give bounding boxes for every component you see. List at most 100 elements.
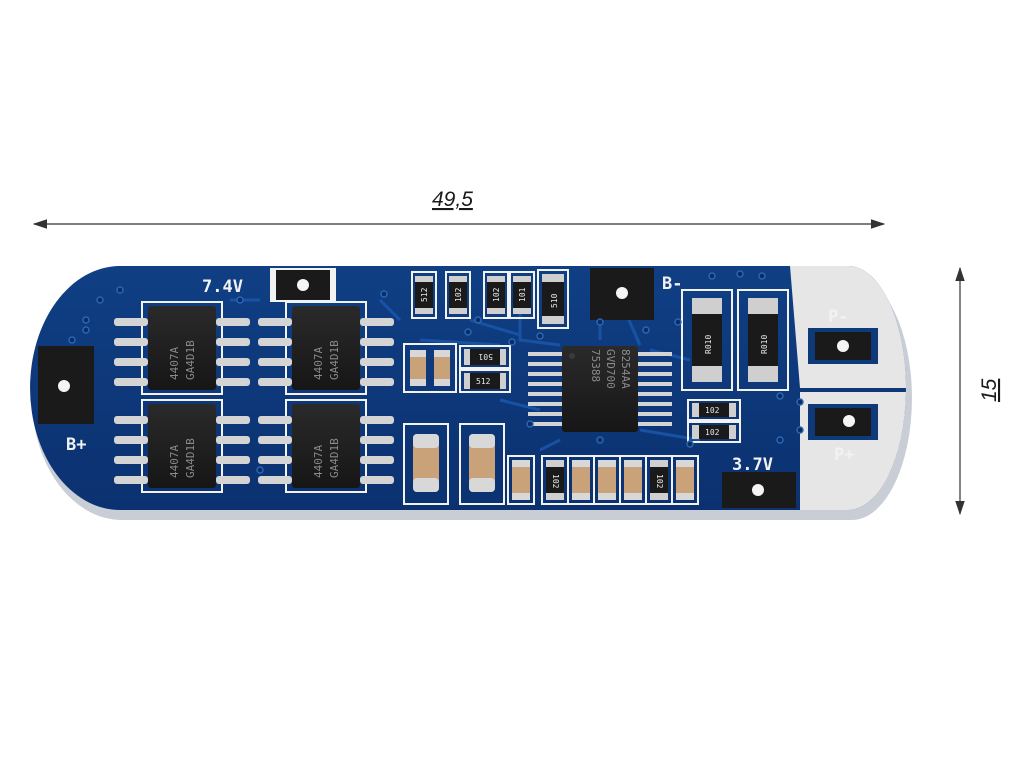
ic-marking-2: GVD700	[604, 349, 617, 389]
label-p-plus: P+	[834, 445, 854, 465]
ic-pin	[528, 422, 564, 426]
via	[596, 318, 604, 326]
height-label: 15	[978, 378, 1001, 402]
resistor-label: 102	[655, 474, 664, 489]
ic-pin	[528, 402, 564, 406]
mosfet-pin	[114, 416, 148, 424]
via	[380, 290, 388, 298]
mosfet-pin	[258, 358, 292, 366]
resistors-right: R010 R010 102 102	[681, 289, 789, 443]
ic-pin	[636, 362, 672, 366]
via	[596, 436, 604, 444]
label-b-plus: B+	[66, 435, 86, 455]
mosfet-pin	[216, 436, 250, 444]
mosfet-marking-2: GA4D1B	[184, 340, 197, 380]
via	[796, 426, 804, 434]
mosfet-pin	[114, 456, 148, 464]
mosfet-pin	[216, 358, 250, 366]
pad-b-minus	[590, 268, 654, 320]
via	[642, 326, 650, 334]
mosfet-pin	[360, 416, 394, 424]
resistors-bottom: 102 102	[507, 455, 699, 505]
mosfet-pin	[360, 338, 394, 346]
mosfet-marking-1: 4407A	[312, 445, 325, 478]
mosfet-pin	[258, 378, 292, 386]
pad-3v7	[722, 472, 796, 508]
ic-pin	[636, 402, 672, 406]
via	[526, 420, 534, 428]
capacitors-bottom	[403, 423, 505, 505]
via	[686, 440, 694, 448]
via	[68, 336, 76, 344]
label-3v7: 3.7V	[732, 455, 773, 475]
resistor-label: 102	[492, 287, 501, 302]
mosfet-pin	[216, 416, 250, 424]
resistor-label: R010	[704, 335, 713, 354]
mosfet-pin	[360, 378, 394, 386]
ic-pin	[528, 372, 564, 376]
mosfet-pin	[360, 358, 394, 366]
mosfet-pin	[258, 476, 292, 484]
via	[776, 436, 784, 444]
mosfet-pin	[258, 338, 292, 346]
via	[758, 272, 766, 280]
via	[82, 326, 90, 334]
via	[236, 296, 244, 304]
via	[116, 286, 124, 294]
mosfet-pin	[360, 436, 394, 444]
ic-pin	[528, 392, 564, 396]
resistor-label: 102	[454, 287, 463, 302]
resistor-label: 501	[478, 352, 493, 361]
mosfet-pin	[258, 416, 292, 424]
label-b-minus: B-	[662, 274, 682, 294]
mosfet-marking-1: 4407A	[168, 347, 181, 380]
via	[96, 296, 104, 304]
resistor-label: R010	[760, 335, 769, 354]
mosfet-pin	[216, 318, 250, 326]
ic-pin	[528, 412, 564, 416]
mosfet-pin	[360, 318, 394, 326]
mosfet-marking-1: 4407A	[312, 347, 325, 380]
ic-pin	[636, 422, 672, 426]
width-label: 49,5	[432, 188, 473, 211]
ic-pin	[636, 392, 672, 396]
mosfet-pin	[216, 456, 250, 464]
ic-marking-1: 8254AA	[619, 349, 632, 389]
label-7v4: 7.4V	[202, 277, 243, 297]
b-plus-terminal	[38, 346, 94, 424]
resistor-label: 512	[476, 377, 491, 386]
ic-marking-3: 75388	[589, 349, 602, 382]
mosfet-pin	[114, 436, 148, 444]
via	[464, 328, 472, 336]
width-dimension: 49,5	[32, 188, 886, 229]
vias	[68, 270, 804, 474]
resistor-label: 510	[550, 293, 559, 308]
via	[474, 316, 482, 324]
via	[674, 318, 682, 326]
ic-pin	[528, 352, 564, 356]
via	[708, 272, 716, 280]
mosfet-pin	[360, 456, 394, 464]
mosfet-pin	[216, 476, 250, 484]
mosfet-pin	[114, 338, 148, 346]
mosfet-pin	[114, 358, 148, 366]
via	[736, 270, 744, 278]
ic-pin	[636, 352, 672, 356]
resistor-label: 102	[705, 428, 720, 437]
capacitors-mid	[403, 343, 457, 393]
height-dimension: 15	[955, 266, 1001, 516]
mosfet-pin	[258, 318, 292, 326]
mosfet-pin	[114, 318, 148, 326]
mosfet-pin	[114, 378, 148, 386]
resistor-label: 101	[518, 287, 527, 302]
label-p-minus: P-	[828, 307, 848, 327]
mosfet-marking-2: GA4D1B	[184, 438, 197, 478]
via	[536, 332, 544, 340]
mosfet-marking-1: 4407A	[168, 445, 181, 478]
mosfet-pin	[258, 436, 292, 444]
resistor-label: 512	[420, 287, 429, 302]
